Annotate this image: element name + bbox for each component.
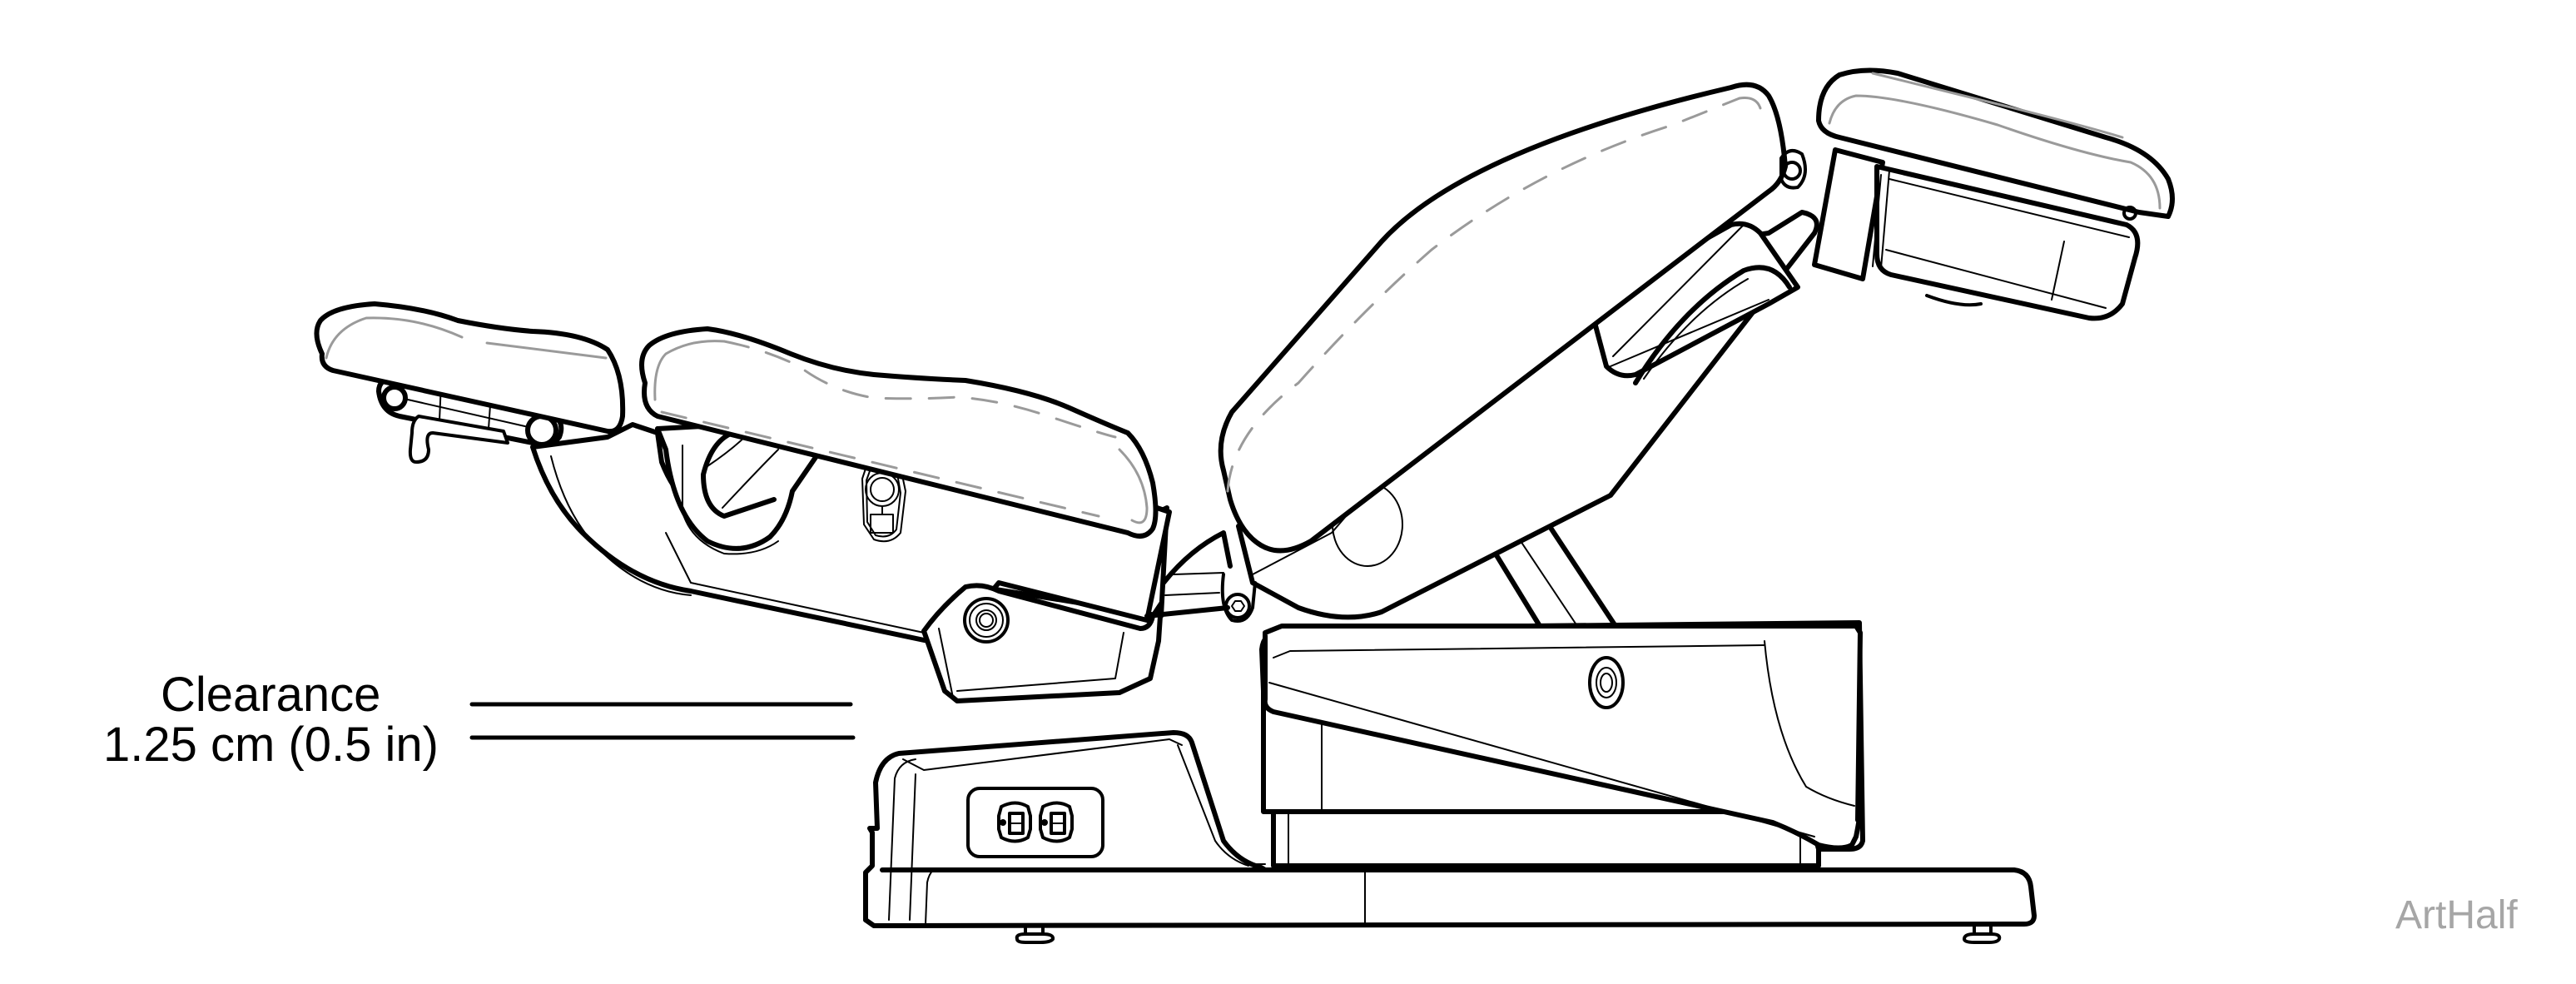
seat-housing (530, 422, 1172, 703)
lift-housing (1259, 620, 1865, 868)
outlet-box (966, 787, 1104, 858)
clearance-label-title: Clearance (161, 668, 381, 722)
art-tag-label: ArtHalf (2395, 893, 2518, 937)
headrest (1812, 67, 2175, 321)
seat-cushion (639, 326, 1159, 539)
leveling-foot-left (1015, 924, 1055, 944)
clearance-indicator (469, 702, 856, 740)
leveling-foot-right (1963, 924, 2002, 944)
outlet-receptacle-left (997, 801, 1032, 843)
outlet-receptacle-right (1039, 801, 1074, 843)
foot-rest-pivot-front (381, 385, 408, 411)
backrest (1144, 82, 1819, 623)
backrest-pivot-bolt (1220, 573, 1257, 623)
base-shroud (863, 730, 1268, 922)
foot-rest (314, 301, 626, 464)
base-plate (863, 863, 2037, 944)
lift-bolt (1588, 656, 1625, 709)
headrest-pivot-bolt (1779, 149, 1807, 190)
seat-housing-bolt (963, 597, 1010, 644)
clearance-label-value: 1.25 cm (0.5 in) (103, 718, 439, 772)
